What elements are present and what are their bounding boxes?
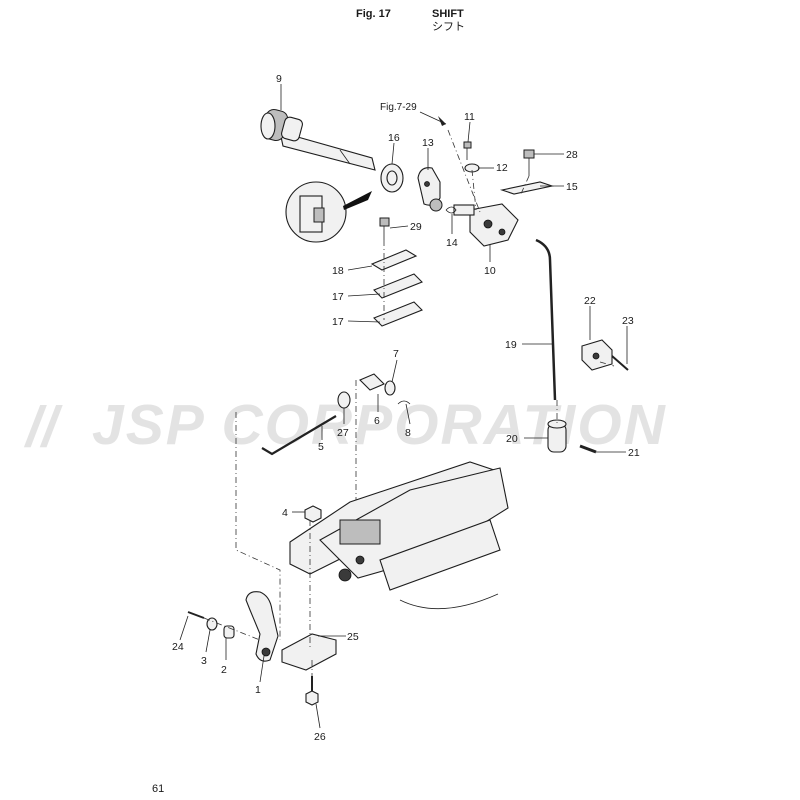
figure-title-english: SHIFT — [432, 8, 464, 20]
callout-4: 4 — [282, 507, 288, 519]
part-17-plate-upper — [373, 273, 423, 299]
callout-9: 9 — [276, 73, 282, 85]
part-8-pin — [397, 400, 411, 405]
part-29-bolt — [379, 217, 390, 240]
part-20-rod-joint — [547, 419, 567, 453]
callout-23: 23 — [622, 315, 634, 327]
part-21-pin — [579, 444, 597, 454]
detail-inset-shaft-end — [285, 181, 372, 243]
part-25-bracket — [281, 633, 337, 671]
part-17-plate-lower — [373, 301, 423, 327]
part-27-nut — [337, 391, 351, 409]
callout-8: 8 — [405, 427, 411, 439]
callout-22: 22 — [584, 295, 596, 307]
figure-number: Fig. 17 — [356, 8, 391, 20]
page-number: 61 — [152, 783, 165, 795]
callout-14: 14 — [446, 237, 458, 249]
figure-title-japanese: シフト — [432, 21, 465, 33]
part-14-clip — [445, 206, 457, 214]
part-16-oil-seal — [380, 163, 404, 193]
callout-24: 24 — [172, 641, 184, 653]
watermark-logo-mark: // — [26, 395, 58, 459]
callout-15: 15 — [566, 181, 578, 193]
callout-17-lower: 17 — [332, 316, 344, 328]
callout-18: 18 — [332, 265, 344, 277]
part-18-plate — [370, 249, 418, 271]
callout-6: 6 — [374, 415, 380, 427]
assembly-guide-lines — [203, 129, 615, 676]
callout-28: 28 — [566, 149, 578, 161]
cross-reference-label: Fig.7-29 — [380, 102, 417, 113]
callout-20: 20 — [506, 433, 518, 445]
leader-lines — [179, 84, 628, 729]
part-15-bracket — [499, 181, 555, 195]
callout-16: 16 — [388, 132, 400, 144]
part-7-washer — [384, 380, 396, 396]
callout-12: 12 — [496, 162, 508, 174]
part-9-shift-shaft — [260, 108, 376, 171]
callout-5: 5 — [318, 441, 324, 453]
callout-19: 19 — [505, 339, 517, 351]
callout-11: 11 — [464, 111, 475, 123]
part-24-bolt — [187, 611, 205, 619]
mounting-bracket-assembly — [289, 461, 509, 610]
part-5-bolt — [261, 415, 337, 456]
part-23-screw — [611, 355, 629, 371]
part-13-shift-lever — [417, 167, 443, 212]
callout-26: 26 — [314, 731, 326, 743]
part-11-bolt — [463, 141, 472, 160]
callout-1: 1 — [255, 684, 261, 696]
callout-2: 2 — [221, 664, 227, 676]
part-26-bolt — [305, 676, 319, 706]
callout-7: 7 — [393, 348, 399, 360]
callout-27: 27 — [337, 427, 349, 439]
part-22-block — [581, 339, 613, 371]
callout-10: 10 — [484, 265, 496, 277]
part-19-shift-rod — [535, 238, 557, 401]
part-6-pivot — [359, 373, 385, 391]
part-28-bolt — [523, 149, 535, 176]
callout-21: 21 — [628, 447, 640, 459]
callout-labels: 9 16 13 11 12 28 15 29 14 10 18 17 17 19… — [172, 73, 640, 743]
part-4-nut — [304, 505, 322, 523]
part-1-lower-shift-lever — [245, 591, 279, 662]
callout-17-upper: 17 — [332, 291, 344, 303]
part-3-washer — [206, 617, 218, 631]
part-10-shift-arm — [453, 203, 519, 247]
callout-29: 29 — [410, 221, 422, 233]
callout-25: 25 — [347, 631, 359, 643]
callout-13: 13 — [422, 137, 434, 149]
callout-3: 3 — [201, 655, 207, 667]
